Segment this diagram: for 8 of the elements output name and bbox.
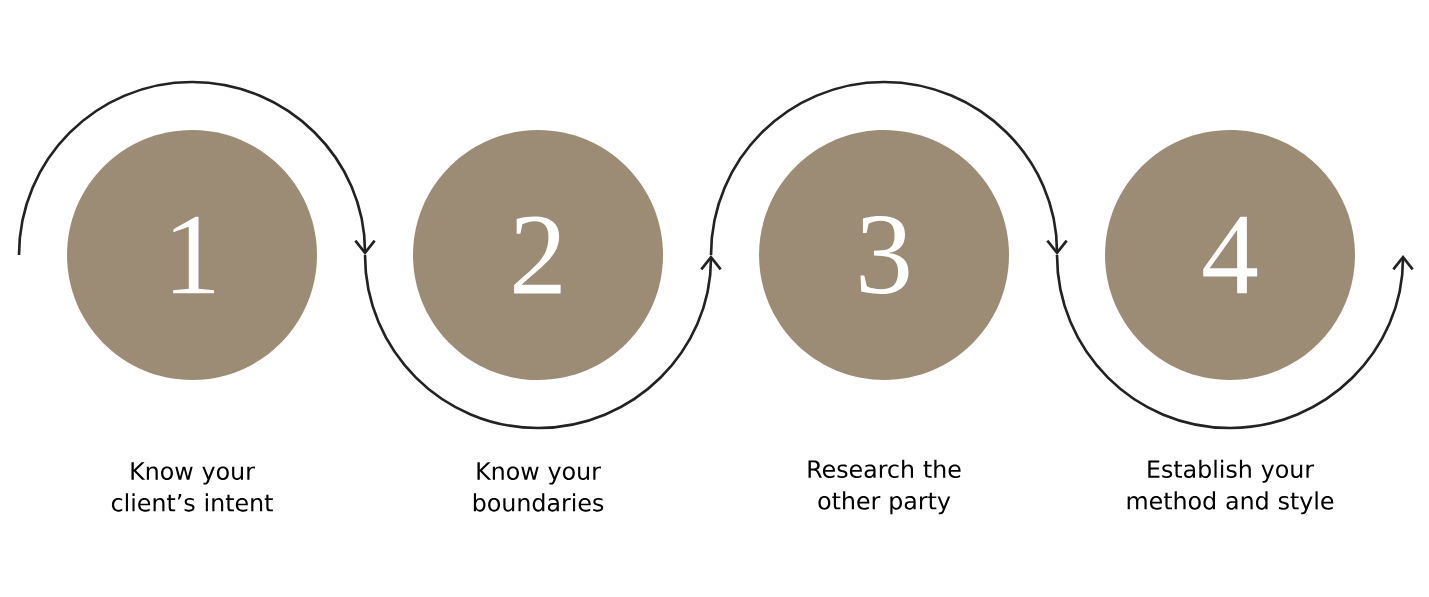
step-label: Research the other party xyxy=(808,459,961,515)
step-label: Know your client’s intent xyxy=(111,462,273,512)
step-label: Establish your method and style xyxy=(1127,459,1334,515)
step-label: Know your boundaries xyxy=(473,462,604,512)
curved-arrow xyxy=(1055,254,1414,430)
curved-arrow xyxy=(709,80,1068,256)
curved-arrow xyxy=(17,80,376,256)
curved-arrow xyxy=(363,254,722,430)
